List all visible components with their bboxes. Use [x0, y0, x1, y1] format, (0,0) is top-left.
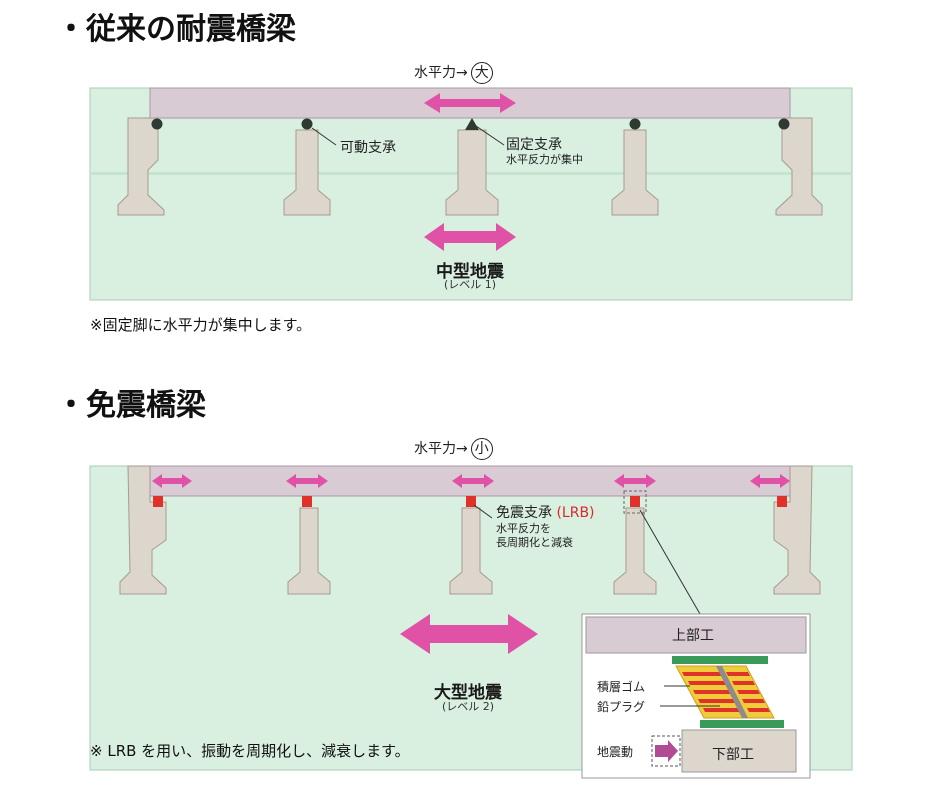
section1-pier-1: [283, 129, 331, 216]
detail-upper-label: 上部工: [672, 628, 714, 644]
section1-quake-title: 中型地震: [436, 262, 504, 282]
section2-pier-2: [449, 507, 493, 595]
section1-force-size: 大: [470, 62, 493, 84]
section1-force-label: 水平力→大: [414, 62, 493, 84]
detail-lower-label: 下部工: [712, 747, 754, 763]
section1-pier-2: [445, 129, 499, 216]
section2-heading: ・免震橋梁: [56, 388, 206, 423]
detail-top-plate: [672, 656, 768, 664]
section1-fixed-bearing: [465, 118, 479, 130]
section1-fixed-bearing-label: 固定支承: [506, 137, 562, 153]
section2-note: ※ LRB を用い、振動を周期化し、減衰します。: [90, 742, 410, 760]
section2-lrb-bearing: [302, 496, 312, 507]
section2-bearing-note-2: 長周期化と減衰: [496, 536, 573, 549]
detail-motion-label: 地震動: [597, 745, 634, 759]
detail-lead-plug: [716, 666, 748, 718]
section1-fixed-bearing-note: 水平反力が集中: [506, 153, 583, 166]
section1-girder: [149, 87, 791, 119]
section1-leader-fixed: [475, 125, 505, 146]
section1-roller-bearing: [301, 118, 313, 130]
section1-heading: ・従来の耐震橋梁: [56, 12, 296, 47]
section1-roller-bearing: [151, 118, 163, 130]
section1-abutment-right: [775, 117, 823, 216]
section2-detail-leader: [639, 509, 701, 615]
section2-quake-level: (レベル 2): [441, 700, 495, 713]
section1-quake-level: (レベル 1): [443, 278, 497, 291]
section2-bearing-note-1: 水平反力を: [496, 522, 551, 535]
section1-leader-movable: [311, 127, 337, 146]
detail-upper-structure: [585, 616, 807, 654]
section2-quake-arrow: [400, 614, 538, 654]
section1-girder-arrow: [424, 93, 516, 113]
section2-force-label: 水平力→小: [414, 438, 493, 460]
detail-motion-box: [651, 735, 681, 767]
section1-roller-bearing: [629, 118, 641, 130]
section2-lrb-bearing: [153, 496, 163, 507]
section1-roller-bearing: [778, 118, 790, 130]
section2-quake-title: 大型地震: [434, 683, 502, 703]
detail-plug-label: 鉛プラグ: [597, 700, 646, 714]
section2-lrb-bearing: [466, 496, 476, 507]
section2-detail-highlight: [623, 490, 647, 514]
section2-bearing-label: 免震支承 (LRB): [496, 505, 595, 521]
section2-lrb-bearing: [777, 496, 787, 507]
section1-note: ※固定脚に水平力が集中します。: [90, 316, 312, 334]
section2-pier-1: [287, 507, 331, 595]
section2-lrb-bearing: [630, 496, 640, 507]
section1-quake-arrow: [424, 223, 516, 251]
section1-movable-bearing-label: 可動支承: [340, 140, 396, 156]
section1-abutment-left: [117, 117, 165, 216]
section2-force-size: 小: [470, 438, 493, 460]
detail-lower-structure: [681, 729, 797, 773]
detail-bottom-plate: [700, 720, 784, 728]
section2-girder-arrows: [152, 474, 790, 488]
detail-steel-layers: [682, 672, 770, 712]
section2-abutment-right: [773, 465, 821, 595]
detail-rubber-label: 積層ゴム: [597, 680, 646, 694]
section2-pier-3: [613, 507, 657, 595]
section2-leader-lrb: [473, 504, 493, 519]
section2-bearing-abbr: (LRB): [556, 505, 595, 521]
section2-abutment-left: [119, 465, 167, 595]
detail-motion-arrow: [655, 740, 678, 762]
section1-pier-3: [611, 129, 659, 216]
